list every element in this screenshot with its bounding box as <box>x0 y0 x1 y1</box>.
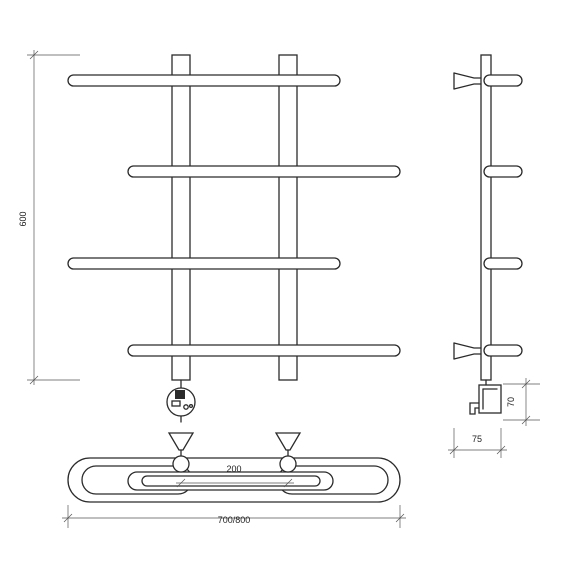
depth-dimension: 75 <box>448 428 507 458</box>
spacing-dimension: 200 <box>176 464 294 488</box>
top-middle-bar-inner <box>141 475 321 487</box>
width-dimension-label: 700/800 <box>218 515 251 525</box>
horizontal-bar-2 <box>127 165 401 178</box>
thermostat-button-icon <box>171 400 181 407</box>
side-bottom-connector <box>469 379 502 415</box>
thermostat-knob-icon <box>183 404 189 410</box>
horizontal-bar-4 <box>127 344 401 357</box>
width-dimension: 700/800 <box>62 505 406 528</box>
spacing-dimension-label: 200 <box>226 464 241 474</box>
side-bar-stub-1 <box>483 74 523 87</box>
side-vertical-post <box>480 54 492 381</box>
depth-dimension-label: 75 <box>472 434 482 444</box>
right-vertical-post <box>278 54 298 381</box>
heating-element <box>166 379 196 423</box>
left-vertical-post <box>171 54 191 381</box>
bracket-height-dimension: 70 <box>503 378 540 426</box>
top-view: 200 700/800 <box>62 432 406 528</box>
side-bar-stub-3 <box>483 257 523 270</box>
front-view: 600 <box>18 50 401 423</box>
top-wall-mount-right <box>274 432 302 473</box>
side-bar-stub-2 <box>483 165 523 178</box>
thermostat-display-icon <box>175 390 185 399</box>
side-bar-stub-4 <box>483 344 523 357</box>
height-dimension: 600 <box>18 50 80 385</box>
bracket-height-label: 70 <box>506 397 516 407</box>
top-wall-mount-left <box>167 432 195 473</box>
side-wall-bracket-top <box>453 72 482 90</box>
side-wall-bracket-bottom <box>453 342 482 360</box>
horizontal-bar-3 <box>67 257 341 270</box>
horizontal-bar-1 <box>67 74 341 87</box>
side-view: 70 75 <box>448 54 540 458</box>
height-dimension-label: 600 <box>18 211 28 226</box>
